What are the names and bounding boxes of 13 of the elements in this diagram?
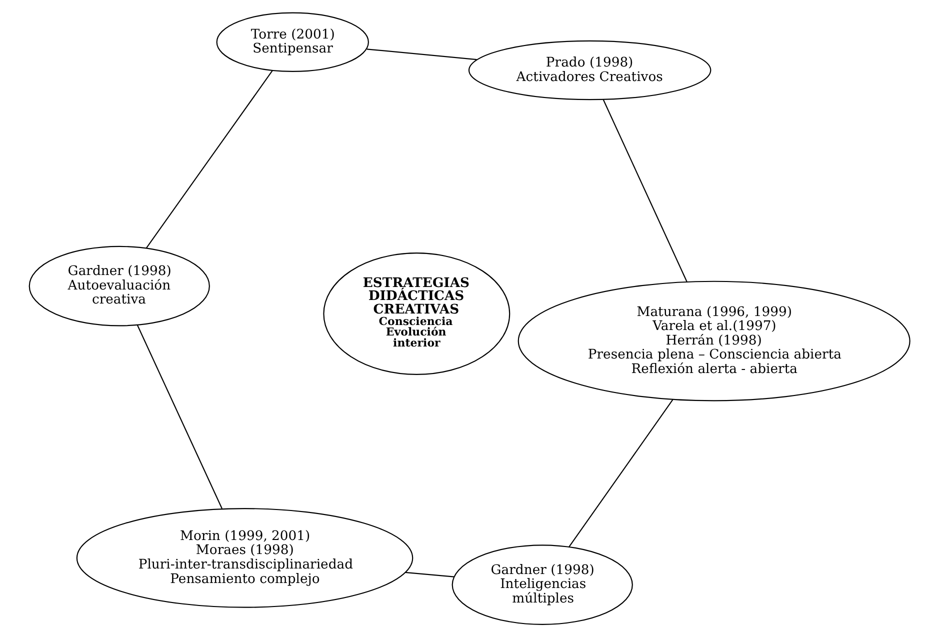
connector bbox=[405, 572, 454, 578]
node-ellipse: Prado (1998) Activadores Creativos bbox=[468, 40, 712, 100]
node-ellipse: Torre (2001) Sentipensar bbox=[216, 12, 369, 72]
connector bbox=[602, 100, 688, 282]
node-ellipse: Gardner (1998) Autoevaluación creativa bbox=[28, 246, 210, 326]
node-ellipse: Maturana (1996, 1999) Varela et al.(1997) Herrán (1998) Presencia plena – Consciencia abierta Reflexión alerta - abierta bbox=[518, 280, 910, 402]
connector bbox=[366, 48, 477, 60]
node-ellipse: Morin (1999, 2001) Moraes (1998) Pluri-inter-transdisciplinariedad Pensamiento complejo bbox=[76, 508, 414, 608]
connector bbox=[146, 70, 273, 249]
connector bbox=[136, 324, 222, 509]
node-ellipse: ESTRATEGIAS DIDÁCTICAS CREATIVAS Consciencia Evolución interior bbox=[323, 252, 510, 376]
node-ellipse: Gardner (1998) Inteligencias múltiples bbox=[452, 544, 633, 625]
connector bbox=[568, 399, 674, 548]
